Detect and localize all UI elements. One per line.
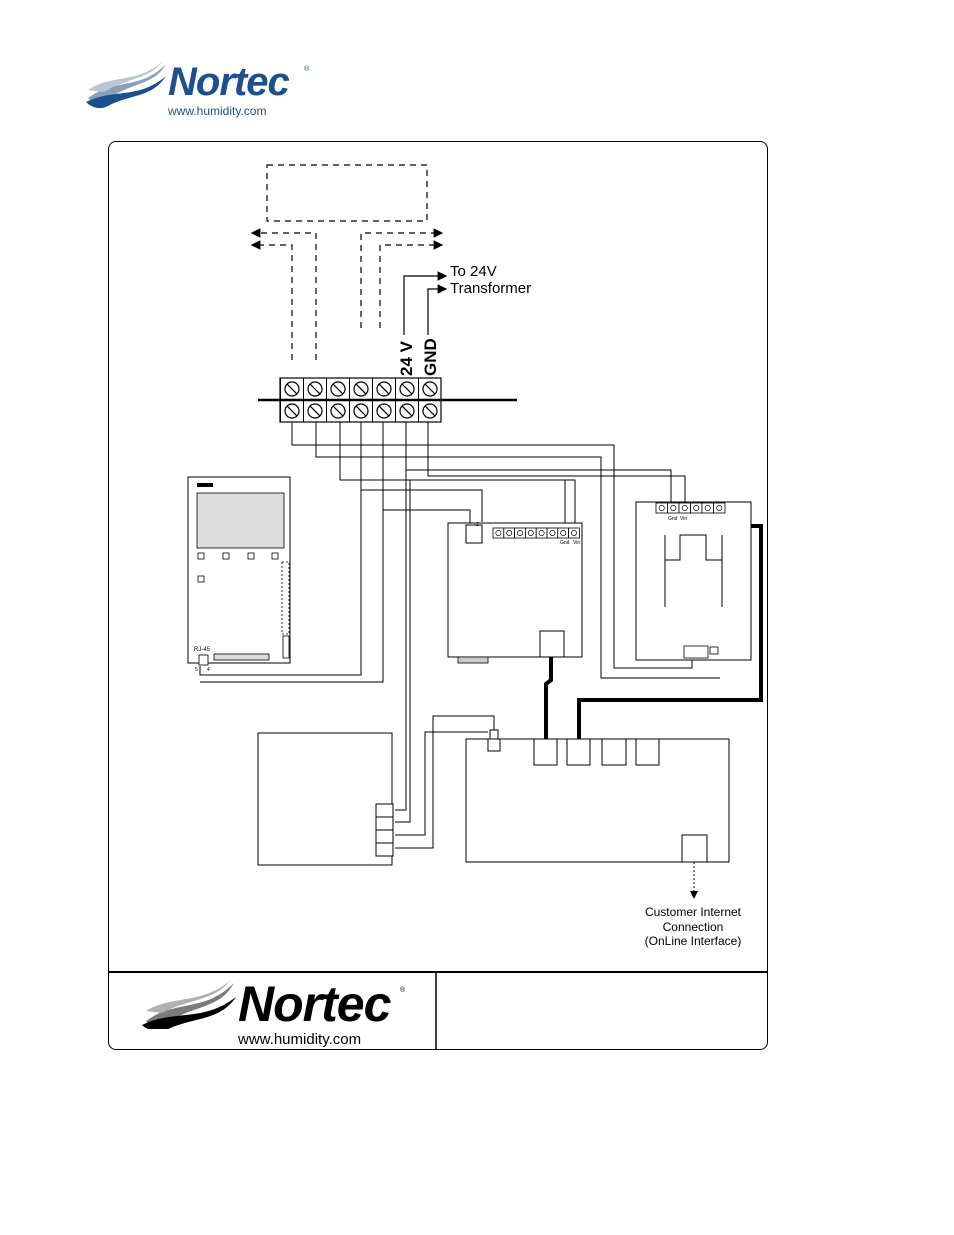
wire-gnd [428,289,446,335]
transformer-label-1: To 24V [450,263,497,280]
label-24v: 24 V [397,340,416,376]
small-terminal [702,503,714,513]
transformer-label-2: Transformer [450,280,531,297]
footer-registered: ® [400,987,405,994]
footer-brand: Nortec [238,977,390,1031]
small-terminal [558,528,569,538]
small-terminal [714,503,726,513]
dashed-wire-left-2 [252,233,316,360]
internet-label-3: (OnLine Interface) [645,934,742,948]
small-terminal [569,528,580,538]
small-terminal [547,528,558,538]
svg-text:Gnd: Gnd [560,540,570,546]
small-terminal [691,503,703,513]
svg-text:Gnd: Gnd [668,516,678,522]
small-terminal [679,503,691,513]
gateway-board [466,730,729,862]
wave-logo-icon [142,979,242,1029]
small-terminal [536,528,547,538]
terminal-strip [258,378,517,422]
dashed-wire-right-2 [380,245,442,328]
small-terminal [525,528,536,538]
label-gnd: GND [421,338,440,376]
internet-label-1: Customer Internet [645,905,742,919]
pin-4: 4 [207,667,210,673]
small-terminal [668,503,680,513]
pin-5: 5 [195,667,198,673]
rj45-label: RJ-45 [194,647,211,653]
small-terminal [493,528,504,538]
left-controller: RJ-45 5 4 [188,477,290,673]
optional-device-box [267,165,427,221]
svg-text:Vin: Vin [573,540,580,546]
thick-wire-1 [546,656,551,740]
small-terminal [504,528,515,538]
internet-label-2: Connection [663,920,724,934]
footer-logo: Nortec ® www.humidity.com [142,979,412,1049]
svg-text:2: 2 [476,522,479,528]
dashed-wire-left-1 [252,245,292,360]
dashed-wire-right-1 [361,233,442,328]
bottom-left-device [258,733,393,865]
right-board: Gnd Vin [636,502,751,660]
small-terminal [656,503,668,513]
center-board: 2 Gnd Vin [448,522,582,663]
footer-url: www.humidity.com [238,1031,361,1048]
small-terminal [515,528,526,538]
wire-24v [404,276,446,335]
svg-text:Vin: Vin [680,516,687,522]
